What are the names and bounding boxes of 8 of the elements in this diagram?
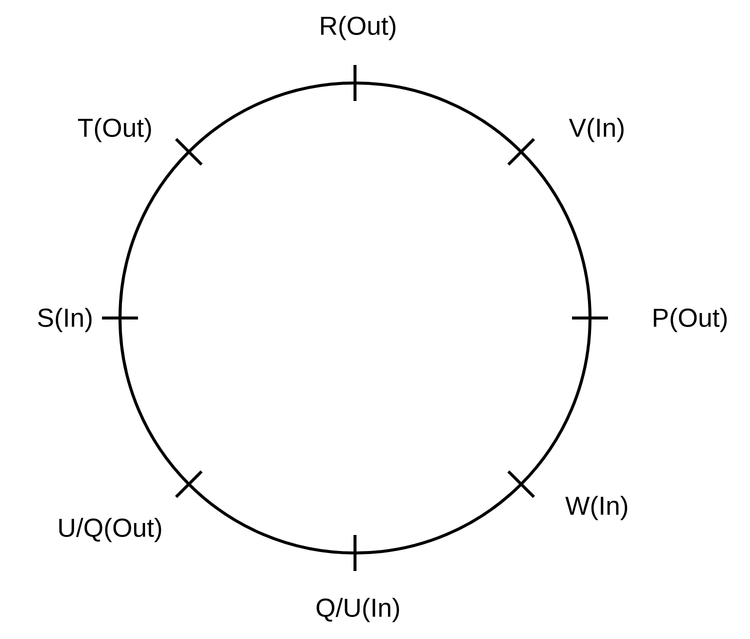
port-label: U/Q(Out) (59, 518, 162, 542)
port-label: R(Out) (321, 16, 396, 40)
port-label: S(In) (38, 308, 92, 332)
port-label: V(In) (568, 118, 624, 142)
port-label: Q/U(In) (316, 598, 399, 622)
port-label: P(Out) (654, 308, 727, 332)
port-label: W(In) (565, 496, 628, 520)
port-label: T(Out) (78, 118, 151, 142)
